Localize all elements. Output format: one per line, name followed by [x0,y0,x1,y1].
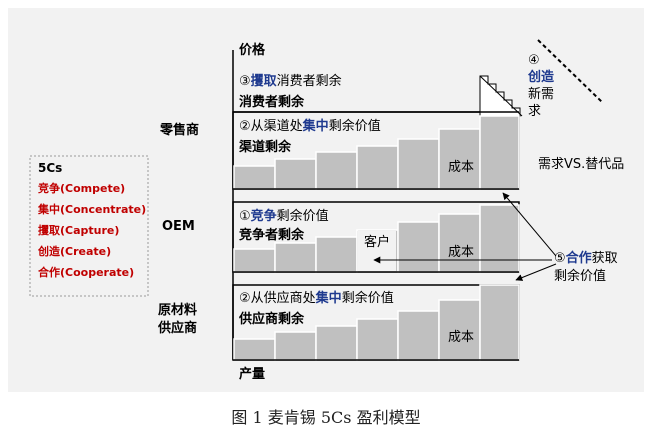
supplier-heading: ②从供应商处集中剩余价值 [239,290,394,306]
five-cs-title: 5Cs [38,161,62,175]
cost-label-supplier: 成本 [448,330,474,345]
create-num: ④ [528,53,540,68]
supplier-bars [233,284,520,361]
channel-surplus-label: 渠道剩余 [238,139,292,155]
substitute-label: 需求VS.替代品 [538,157,624,172]
cooperate-heading: ⑤合作获取 [554,250,618,266]
supplier-bar [479,284,520,361]
channel-heading: ②从渠道处集中剩余价值 [239,118,381,134]
consumer-heading: ③攫取消费者剩余 [239,73,342,89]
supplier-surplus-label: 供应商剩余 [238,311,305,327]
supplier-bar [274,331,317,361]
channel-bar [274,158,317,190]
channel-bar [233,165,276,190]
create-line3: 求 [528,104,541,119]
supplier-bar [233,338,276,361]
competitor-bar [397,221,440,273]
competitor-surplus-label: 竞争者剩余 [239,227,305,243]
customer-label: 客户 [364,234,390,250]
customer-gap [358,231,396,271]
channel-bar [315,151,358,190]
five-cs-item: 创造(Create) [37,244,111,258]
supplier-bar [356,318,399,361]
channel-bar [479,115,520,190]
five-cs-item: 合作(Cooperate) [38,265,134,279]
competitor-bar [438,213,481,273]
diagram-panel: 价格 产量 [8,8,644,392]
competitor-bar [479,204,520,273]
demand-dashed-line [537,39,603,103]
competitor-bar [274,242,317,273]
tier-retailer: 零售商 [159,122,199,138]
x-axis-label: 产量 [239,366,265,382]
create-label: 创造 [527,69,555,85]
competitor-bar [315,236,358,273]
tier-supplier-line2: 供应商 [157,320,197,336]
channel-bar [397,138,440,190]
competitor-heading: ①竞争剩余价值 [239,208,329,224]
tier-supplier-line1: 原材料 [158,302,197,318]
five-cs-item: 攫取(Capture) [38,223,119,237]
five-cs-box [29,155,149,297]
channel-bar [438,128,481,190]
arrow-to-supplier [515,263,557,281]
figure-caption: 图 1 麦肯锡 5Cs 盈利模型 [231,408,421,427]
consumer-surplus-label: 消费者剩余 [239,94,305,110]
five-cs-item: 集中(Concentrate) [37,202,146,216]
demand-curve-line [479,75,523,117]
y-axis-label: 价格 [239,42,266,58]
supplier-bar [438,299,481,361]
arrow-to-retailer [502,192,557,257]
channel-bar [356,145,399,190]
competitor-bar [233,248,276,273]
cooperate-line2: 剩余价值 [554,268,606,284]
tier-oem: OEM [162,219,195,234]
channel-bars [233,115,520,190]
supplier-bar [397,310,440,361]
five-cs-item: 竞争(Compete) [38,181,125,195]
cost-label-channel: 成本 [448,160,474,175]
five-cs-diagram: 价格 产量 [29,39,624,382]
supplier-bar [315,325,358,361]
cost-label-oem: 成本 [448,245,474,260]
create-line2: 新需 [528,86,554,102]
